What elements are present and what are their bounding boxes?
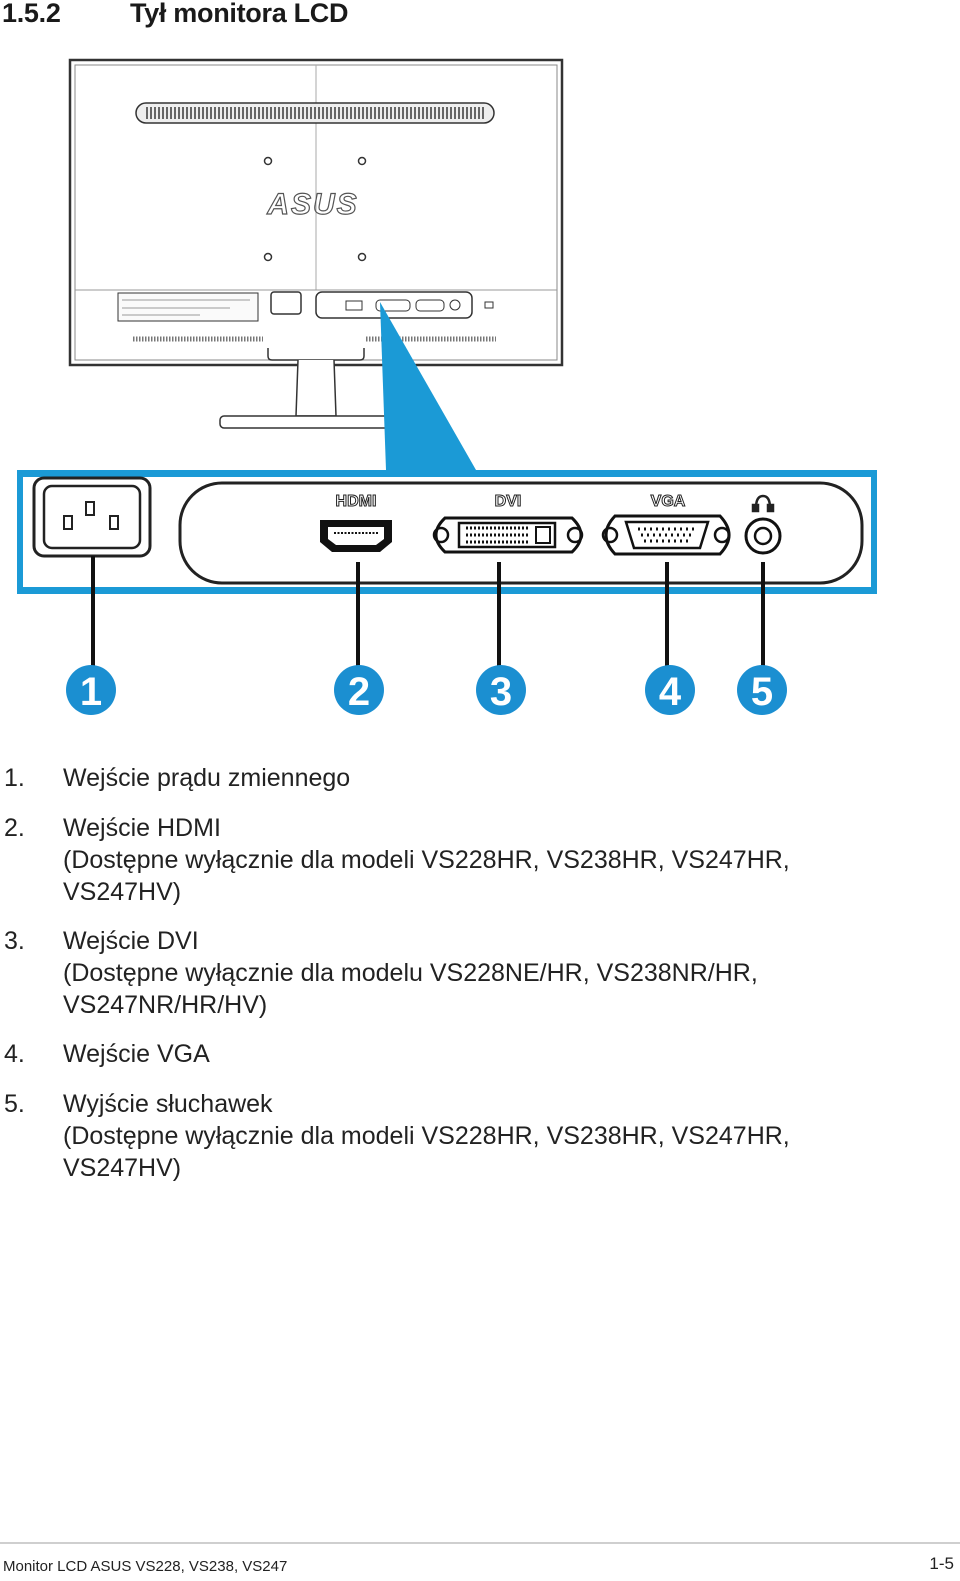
monitor-back: [68, 58, 564, 429]
item-title: Wejście prądu zmiennego: [63, 764, 351, 792]
page-number: 1-5: [929, 1554, 954, 1573]
hdmi-port-icon: [320, 520, 392, 552]
dvi-port-icon: [432, 516, 584, 554]
callout-1: 1: [66, 665, 116, 715]
headphone-icon: [751, 494, 775, 513]
item-note: (Dostępne wyłącznie dla modelu VS228NE/H…: [63, 959, 758, 1019]
dvi-label: DVI: [495, 493, 522, 510]
callout-1-number: 1: [80, 670, 102, 714]
item-title: Wejście HDMI: [63, 814, 221, 842]
section-heading: 1.5.2 Tył monitora LCD: [2, 0, 349, 29]
hdmi-label: HDMI: [336, 493, 377, 510]
callout-2-number: 2: [348, 670, 370, 714]
item-title: Wejście VGA: [63, 1040, 210, 1068]
callout-4-number: 4: [659, 670, 682, 714]
item-title: Wyjście słuchawek: [63, 1090, 273, 1118]
asus-logo: ASUS: [266, 188, 358, 221]
headphone-jack-icon: [744, 517, 782, 555]
item-number: 1.: [4, 764, 25, 792]
footer-divider: [0, 1542, 960, 1544]
footer-product-name: Monitor LCD ASUS VS228, VS238, VS247: [3, 1558, 288, 1575]
item-number: 2.: [4, 814, 25, 842]
vga-label: VGA: [651, 493, 686, 510]
callout-5: 5: [737, 665, 787, 715]
monitor-rear-figure: ASUS: [17, 58, 877, 715]
port-panel: HDMI DVI VGA: [17, 470, 877, 594]
leader-lines: [91, 556, 765, 672]
item-number: 3.: [4, 927, 25, 955]
zoom-indicator: [380, 302, 476, 470]
callout-3: 3: [476, 665, 526, 715]
section-number: 1.5.2: [2, 0, 61, 28]
callout-5-number: 5: [751, 670, 773, 714]
callout-3-number: 3: [490, 670, 512, 714]
item-number: 4.: [4, 1040, 25, 1068]
item-title: Wejście DVI: [63, 927, 199, 955]
vga-port-icon: [601, 514, 731, 556]
callout-2: 2: [334, 665, 384, 715]
item-note: (Dostępne wyłącznie dla modeli VS228HR, …: [63, 846, 790, 906]
section-title: Tył monitora LCD: [130, 0, 349, 28]
callout-4: 4: [645, 665, 695, 715]
item-number: 5.: [4, 1090, 25, 1118]
item-note: (Dostępne wyłącznie dla modeli VS228HR, …: [63, 1122, 790, 1182]
